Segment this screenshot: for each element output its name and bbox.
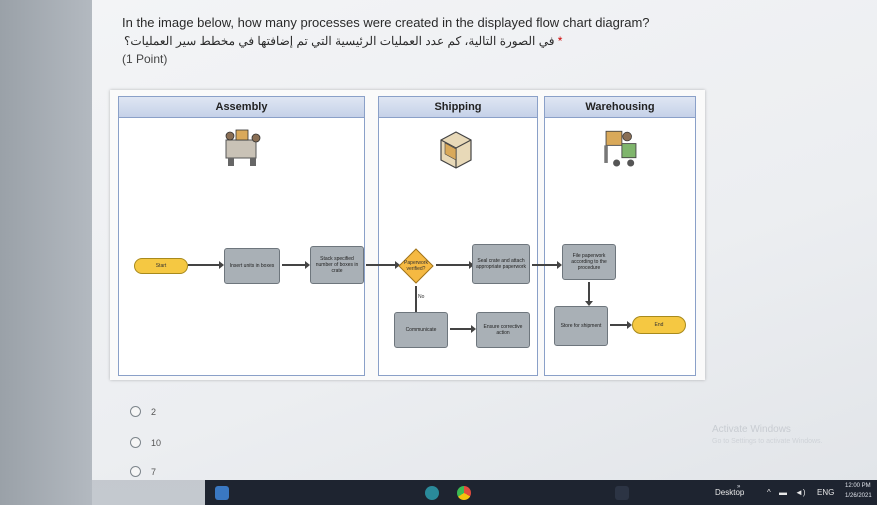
activate-windows-subtext: Go to Settings to activate Windows. (712, 438, 823, 445)
app-icon[interactable] (615, 486, 629, 500)
process-box: Ensure corrective action (476, 312, 530, 348)
start-terminal: Start (134, 258, 188, 274)
no-label: No (418, 294, 425, 300)
process-box: Store for shipment (554, 306, 608, 346)
question-text-en: In the image below, how many processes w… (122, 15, 650, 30)
flow-arrow (366, 261, 400, 269)
lane-title: Shipping (379, 97, 537, 118)
forklift-icon (604, 130, 637, 167)
chrome-icon[interactable] (457, 486, 471, 500)
required-mark: * (557, 34, 563, 48)
activate-windows-watermark: Activate Windows (712, 424, 791, 435)
flowchart-image: Assembly Shipping Warehousing Start Inse… (110, 90, 705, 380)
clock-time[interactable]: 12:00 PM (845, 483, 871, 489)
radio-button[interactable] (130, 406, 141, 417)
network-icon[interactable]: ▬ (779, 488, 787, 497)
process-box: File paperwork according to the procedur… (562, 244, 616, 280)
option-10[interactable]: 10 (130, 437, 161, 448)
question-text-ar-label: في الصورة التالية، كم عدد العمليات الرئي… (124, 34, 555, 48)
option-2[interactable]: 2 (130, 406, 156, 417)
radio-button[interactable] (130, 437, 141, 448)
desktop-toolbar[interactable]: Desktop (715, 488, 745, 497)
process-box: Communicate (394, 312, 448, 348)
question-text-ar: * في الصورة التالية، كم عدد العمليات الر… (122, 32, 742, 50)
flow-arrow (436, 261, 474, 269)
flow-arrow (188, 261, 224, 269)
workers-icon (225, 129, 261, 166)
process-box: Insert units in boxes (224, 248, 280, 284)
question-block: In the image below, how many processes w… (122, 14, 742, 68)
question-points: (1 Point) (122, 52, 168, 66)
tray-chevron-icon[interactable]: ^ (767, 488, 771, 497)
taskbar: » Desktop ^ ▬ ◄) ENG 12:00 PM 1/26/2021 (205, 480, 877, 505)
flow-arrow (585, 282, 593, 306)
option-7[interactable]: 7 (130, 466, 156, 477)
flow-arrow (450, 325, 476, 333)
flow-arrow (282, 261, 310, 269)
language-indicator[interactable]: ENG (817, 488, 835, 497)
app-icon[interactable] (425, 486, 439, 500)
clock-date[interactable]: 1/26/2021 (845, 493, 872, 499)
monitor-bezel (0, 0, 92, 505)
flow-arrow (532, 261, 562, 269)
flow-arrow (610, 321, 632, 329)
process-box: Seal crate and attach appropriate paperw… (472, 244, 530, 284)
lane-title: Assembly (119, 97, 364, 118)
radio-button[interactable] (130, 466, 141, 477)
box-icon (440, 131, 472, 169)
decision-label: Paperwork verified? (404, 260, 428, 272)
volume-icon[interactable]: ◄) (795, 488, 806, 497)
option-label: 7 (151, 466, 157, 477)
lane-title: Warehousing (545, 97, 695, 118)
toolbar-chevron[interactable]: » (737, 484, 741, 490)
process-box: Stack specified number of boxes in crate (310, 246, 364, 284)
option-label: 10 (151, 437, 162, 448)
end-terminal: End (632, 316, 686, 334)
option-label: 2 (151, 406, 157, 417)
decision-diamond (398, 248, 434, 284)
file-explorer-icon[interactable] (215, 486, 229, 500)
